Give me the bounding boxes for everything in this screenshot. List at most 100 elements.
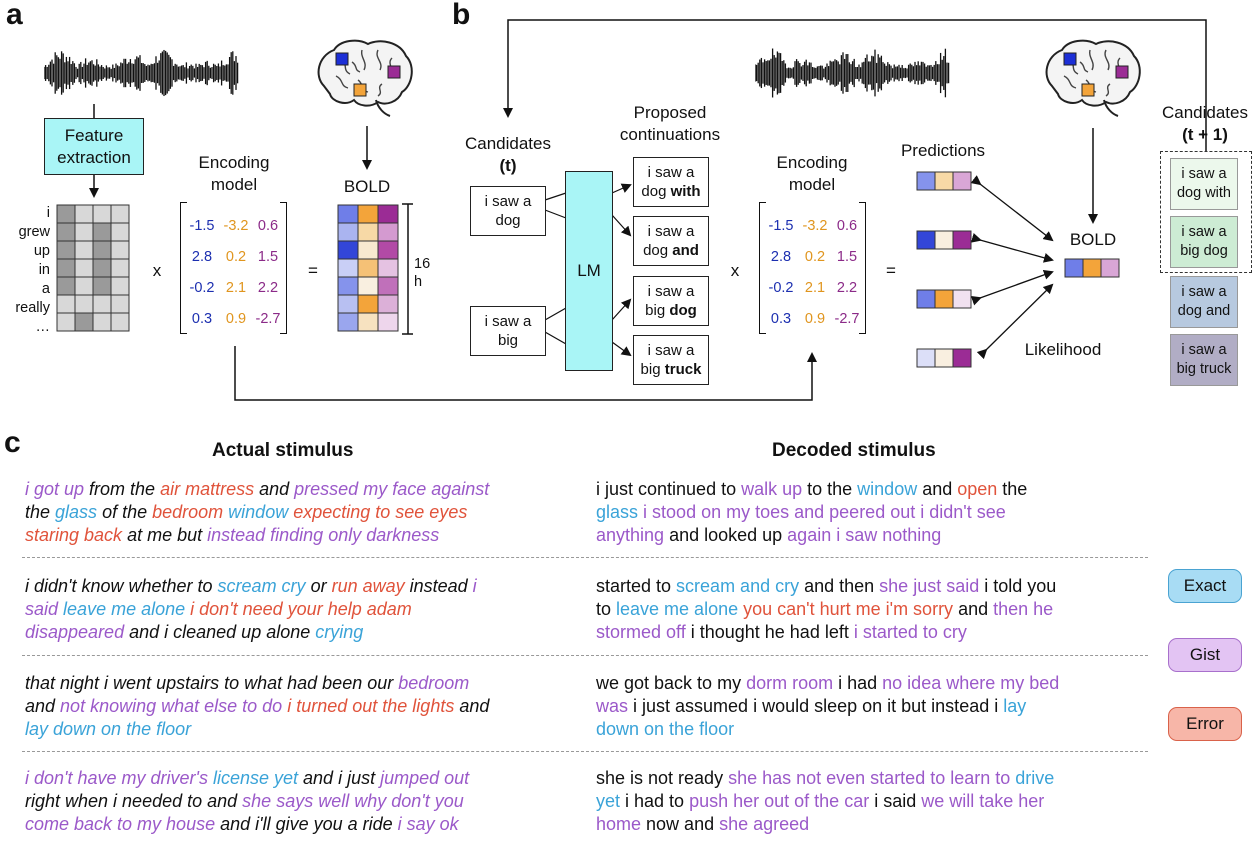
stimulus-line: yet i had to push her out of the car i s… — [596, 790, 1146, 813]
stimulus-error-span: open — [957, 479, 998, 499]
stimulus-gist-span: jumped out — [380, 768, 470, 788]
prediction-cell — [916, 289, 936, 309]
stimulus-span: and — [454, 696, 490, 716]
stimulus-span: and i'll give you a ride — [215, 814, 398, 834]
word-item: really — [15, 300, 50, 316]
stimulus-error-span: run away — [331, 576, 405, 596]
stimulus-line: and not knowing what else to do i turned… — [25, 695, 565, 718]
stimulus-span: now and — [641, 814, 720, 834]
stimulus-line: glass i stood on my toes and peered out … — [596, 501, 1146, 524]
legend-error-label: Error — [1186, 714, 1224, 733]
panel-a-connectors — [89, 104, 413, 335]
stimulus-span: and looked up — [664, 525, 788, 545]
next-candidate-text: i saw a big truck — [1176, 342, 1232, 377]
matrix-cell: -2.7 — [255, 311, 281, 327]
prediction-cell — [916, 348, 936, 368]
decoded-stimulus-text: started to scream and cry and then she j… — [596, 575, 1146, 644]
candidates-next-sub: (t + 1) — [1182, 125, 1228, 144]
stimulus-span: right when i needed to and — [25, 791, 243, 811]
word-item: i — [46, 205, 50, 221]
legend-gist: Gist — [1168, 638, 1242, 672]
stimulus-error-span: air mattress — [160, 479, 255, 499]
stimulus-gist-span: stormed off — [596, 622, 686, 642]
stimulus-line: to leave me alone you can't hurt me i'm … — [596, 598, 1146, 621]
stimulus-span: i said — [869, 791, 922, 811]
stimulus-span: instead — [404, 576, 473, 596]
word-item: … — [35, 319, 51, 335]
prediction-cell — [952, 171, 972, 191]
audio-waveform — [44, 49, 239, 97]
stimulus-gist-span: driver's — [150, 768, 208, 788]
candidates-t-label: Candidates (t) — [452, 133, 564, 177]
next-candidate-box: i saw a big truck — [1170, 334, 1238, 386]
matrix-cell: 2.1 — [804, 280, 826, 296]
hours-label: 16 h — [414, 256, 431, 290]
stimulus-line: home now and she agreed — [596, 813, 1146, 836]
predictions-label: Predictions — [900, 141, 986, 160]
stimulus-span: i told you — [979, 576, 1057, 596]
stimulus-exact-span: down on the floor — [596, 719, 735, 739]
word-list: i grew up in a really … — [0, 205, 50, 338]
matrix-cell: 0.9 — [804, 311, 826, 327]
decoded-stimulus-header: Decoded stimulus — [772, 440, 936, 461]
legend-gist-label: Gist — [1189, 645, 1221, 664]
continuation-text: i saw a dog and — [643, 223, 699, 259]
bold-matrix — [337, 204, 399, 332]
next-candidate-text: i saw a big dog — [1180, 224, 1228, 259]
stimulus-span: i didn't know whether to — [25, 576, 218, 596]
stimulus-gist-span: bedroom — [398, 673, 470, 693]
stimulus-line: said leave me alone i don't need your he… — [25, 598, 565, 621]
stimulus-line: the glass of the bedroom window expectin… — [25, 501, 565, 524]
continuation-box: i saw a big truck — [633, 335, 709, 385]
stimulus-error-span: you can't hurt me i'm sorry — [743, 599, 954, 619]
stimulus-gist-span: pressed my face against — [294, 479, 490, 499]
stimulus-line: she is not ready she has not even starte… — [596, 767, 1146, 790]
stimulus-line: down on the floor — [596, 718, 1146, 741]
stimulus-span: the — [997, 479, 1028, 499]
matrix-bracket-left — [180, 202, 187, 334]
stimulus-error-span: staring back — [25, 525, 123, 545]
stimulus-error-span: i turned out the lights — [287, 696, 455, 716]
matrix-cell: 1.5 — [836, 249, 858, 265]
stimulus-line: that night i went upstairs to what had b… — [25, 672, 565, 695]
bold-vector — [1064, 258, 1120, 278]
stimulus-span: to — [596, 599, 617, 619]
stimulus-span: and — [254, 479, 295, 499]
legend-exact: Exact — [1168, 569, 1242, 603]
stimulus-exact-span: leave me alone — [63, 599, 186, 619]
stimulus-gist-span: disappeared — [25, 622, 125, 642]
bold-cell — [377, 312, 399, 332]
row-divider — [22, 557, 1148, 558]
actual-stimulus-text: i don't have my driver's license yet and… — [25, 767, 565, 836]
stimulus-gist-span: was — [596, 696, 629, 716]
matrix-cell: 0.6 — [257, 218, 279, 234]
stimulus-gist-span: i got up — [25, 479, 85, 499]
next-candidate-box: i saw a dog and — [1170, 276, 1238, 328]
bold-cell — [1100, 258, 1120, 278]
stimulus-exact-span: window — [228, 502, 289, 522]
feature-matrix — [56, 204, 130, 332]
stimulus-gist-span: she agreed — [719, 814, 810, 834]
matrix-cell: 1.5 — [257, 249, 279, 265]
stimulus-line: anything and looked up again i saw nothi… — [596, 524, 1146, 547]
bold-cell — [1082, 258, 1102, 278]
multiply-sign: x — [730, 261, 740, 280]
bold-label: BOLD — [343, 177, 391, 196]
prediction-cell — [916, 171, 936, 191]
prediction-cell — [916, 230, 936, 250]
word-item: a — [41, 281, 50, 297]
candidate-text: i saw a big — [484, 313, 532, 349]
stimulus-line: disappeared and i cleaned up alone cryin… — [25, 621, 565, 644]
prediction-cell — [952, 348, 972, 368]
stimulus-exact-span: drive — [1015, 768, 1055, 788]
stimulus-exact-span: window — [857, 479, 918, 499]
stimulus-span: she is not ready — [596, 768, 729, 788]
stimulus-span: i thought he had left — [685, 622, 854, 642]
stimulus-span: that night i went upstairs to what had b… — [25, 673, 399, 693]
stimulus-span: started to — [596, 576, 677, 596]
candidate-text: i saw a dog — [484, 193, 532, 229]
stimulus-line: i don't have my driver's license yet and… — [25, 767, 565, 790]
word-item: in — [38, 262, 50, 278]
stimulus-exact-span: yet — [596, 791, 621, 811]
matrix-cell: 2.8 — [770, 249, 792, 265]
